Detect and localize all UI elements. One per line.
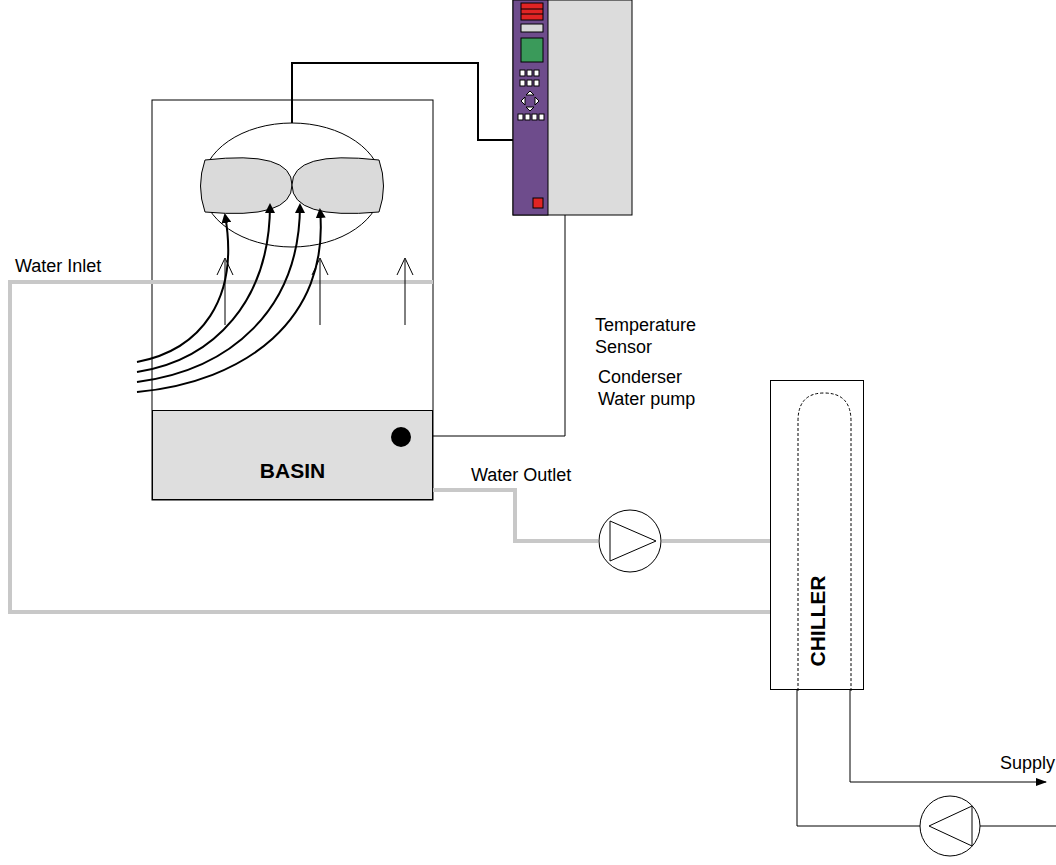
temperature-sensor bbox=[389, 425, 413, 449]
sensor-wire bbox=[410, 215, 565, 436]
chilled-return bbox=[797, 690, 920, 826]
basin-box: BASIN bbox=[152, 410, 433, 500]
box-label: BASIN bbox=[153, 459, 432, 483]
inlet-pipe bbox=[10, 282, 770, 612]
cooling-tower bbox=[152, 100, 433, 500]
motor-wire bbox=[292, 63, 513, 140]
air-flow bbox=[137, 205, 321, 392]
water-pipe bbox=[712, 539, 770, 543]
pipe-label: Water Inlet bbox=[15, 255, 101, 277]
box-label: CHILLER bbox=[806, 573, 830, 670]
sensor-label: Temperature Sensor bbox=[595, 314, 695, 358]
spray-arrows bbox=[217, 258, 413, 325]
line-label: Supply bbox=[1000, 752, 1055, 774]
pipe-label: Water Outlet bbox=[471, 464, 571, 486]
pump-node: Conderser Water pump bbox=[598, 366, 712, 574]
chilled-pump bbox=[920, 796, 980, 856]
chiller-box: CHILLER bbox=[770, 380, 864, 690]
water-pipe bbox=[433, 490, 598, 541]
pump-label: Conderser Water pump bbox=[598, 366, 698, 410]
frequency-drive bbox=[513, 0, 632, 215]
